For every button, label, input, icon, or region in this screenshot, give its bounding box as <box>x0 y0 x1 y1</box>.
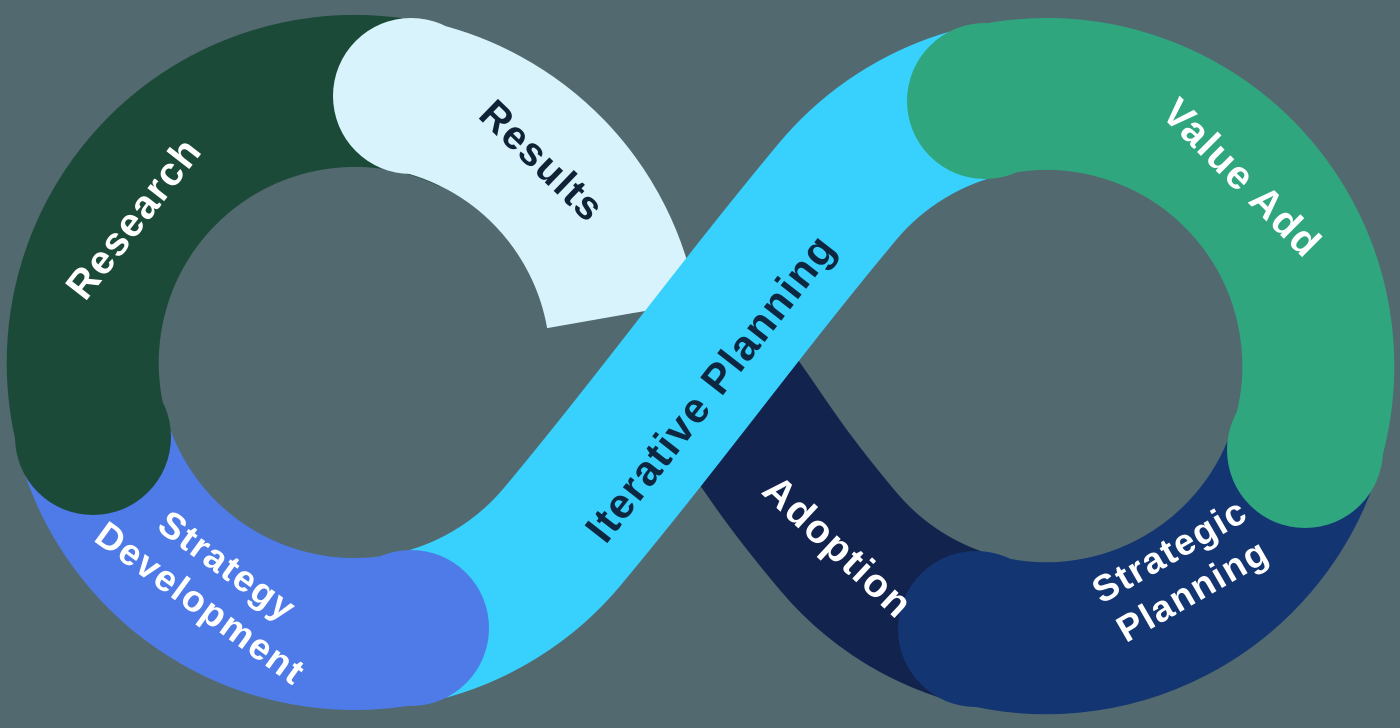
results-arc <box>393 21 697 330</box>
segment-results <box>333 18 697 330</box>
strategy-development-endcap <box>333 550 489 706</box>
value-add-arc <box>967 18 1395 474</box>
segment-iterative-planning <box>386 25 1007 705</box>
segment-value-add <box>907 18 1395 528</box>
iterative-planning-band <box>386 25 1007 705</box>
research-endcap <box>15 359 171 515</box>
